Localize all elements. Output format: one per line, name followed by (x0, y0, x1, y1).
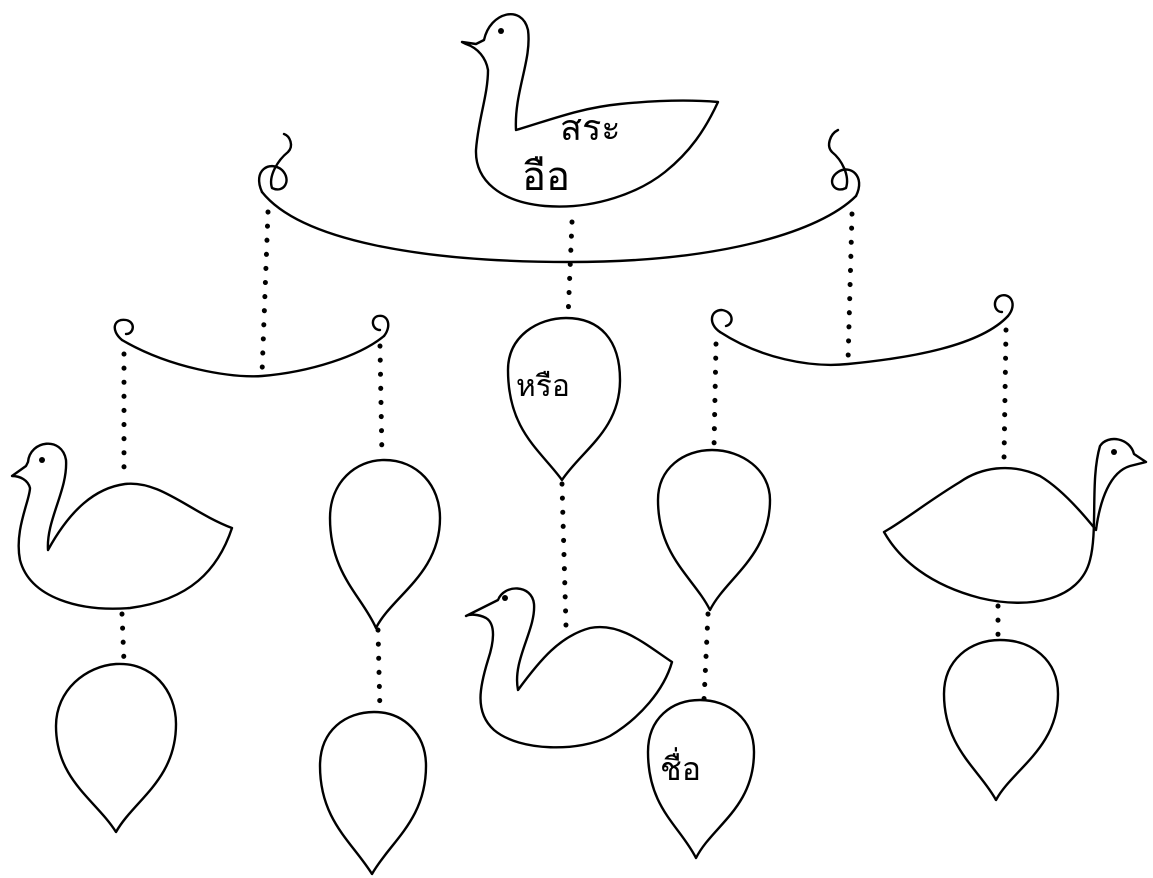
left-hanger (113, 314, 390, 378)
top-hanger-right-curl (827, 128, 861, 198)
top-hanger-left-curl (258, 132, 293, 194)
left-swan-outline (10, 442, 234, 610)
leaf-name: ชื่อ (646, 698, 756, 860)
top-swan: สระ อือ (460, 13, 720, 208)
leaf-right-1 (656, 448, 772, 612)
string-right-1-lower (701, 611, 711, 703)
center-swan (464, 587, 674, 749)
string-left-swan (119, 611, 127, 665)
right-hanger-right-curl (993, 294, 1014, 318)
label-vowel-word: สระ (560, 108, 621, 149)
center-swan-outline (464, 587, 674, 749)
leaf-left-bottom (54, 662, 178, 834)
label-word-name: ชื่อ (660, 747, 701, 788)
leaf-left-3 (318, 710, 428, 876)
center-leaf-outline (506, 316, 622, 482)
string-top-center (565, 219, 575, 321)
right-hanger (710, 294, 1014, 367)
left-swan-eye (39, 457, 45, 463)
label-vowel: อือ (522, 154, 570, 200)
right-hanger-arc (718, 314, 1010, 367)
right-hanger-left-curl (710, 308, 733, 334)
string-center (559, 481, 569, 629)
left-hanger-right-curl (371, 314, 390, 338)
left-swan (10, 442, 234, 610)
left-hanger-arc (120, 334, 386, 378)
string-top-left (259, 209, 271, 377)
left-hanger-left-curl (113, 318, 134, 342)
string-left-2 (377, 343, 385, 461)
right-swan-outline (882, 437, 1148, 604)
top-swan-outline (460, 13, 720, 208)
string-left-2-lower (375, 627, 383, 715)
top-hanger-arc (260, 190, 858, 264)
label-word-or: หรือ (516, 369, 570, 404)
top-swan-eye (498, 28, 504, 34)
string-top-right (845, 211, 855, 365)
right-swan (882, 437, 1148, 604)
leaf-name-outline (646, 698, 756, 860)
right-swan-eye (1111, 449, 1117, 455)
string-right-1 (711, 341, 719, 451)
leaf-left-2 (328, 458, 442, 630)
leaf-right-2 (942, 638, 1060, 802)
center-leaf: หรือ (506, 316, 622, 482)
string-right-2 (1001, 327, 1009, 463)
center-swan-eye (502, 595, 508, 601)
